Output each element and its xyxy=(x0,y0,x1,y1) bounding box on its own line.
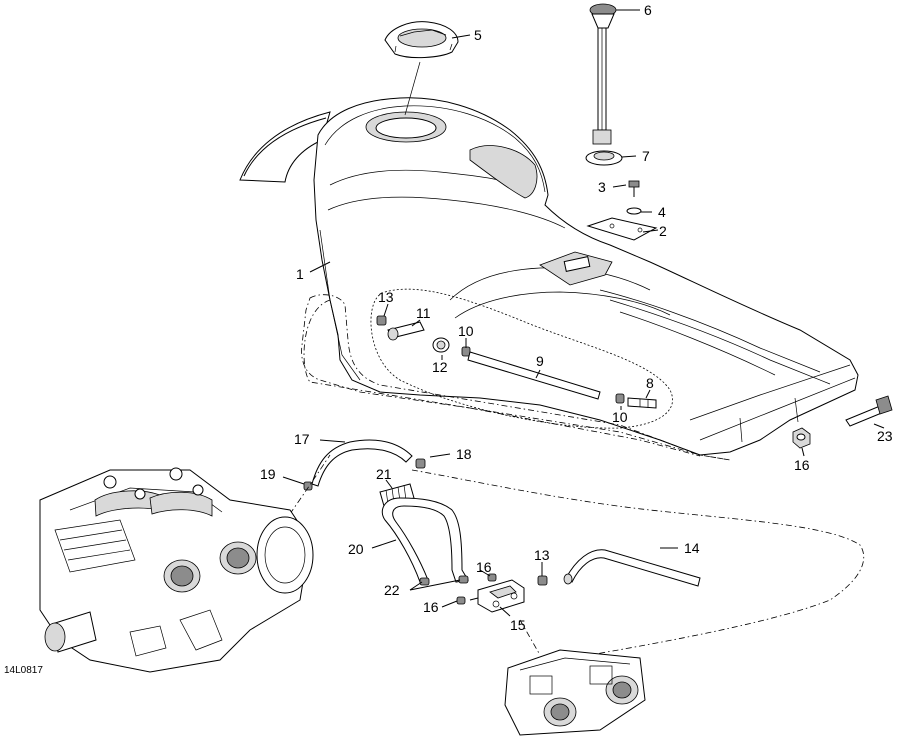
engine xyxy=(39,467,314,673)
clamp-13-lower xyxy=(537,575,548,586)
hose-14 xyxy=(563,549,701,587)
clamp-13 xyxy=(376,315,387,326)
callout-1: 1 xyxy=(296,266,304,282)
callout-15: 15 xyxy=(510,617,526,633)
callout-18: 18 xyxy=(456,446,472,462)
carburetors xyxy=(504,649,646,736)
fuel-line-outline xyxy=(370,288,673,429)
callout-3: 3 xyxy=(598,179,606,195)
elbow-fitting xyxy=(387,321,425,341)
callout-19: 19 xyxy=(260,466,276,482)
callout-2: 2 xyxy=(659,223,667,239)
callout-10-upper: 10 xyxy=(458,323,474,339)
drawing-code: 14L0817 xyxy=(4,665,43,676)
callout-23: 23 xyxy=(877,428,893,444)
callout-21: 21 xyxy=(376,466,392,482)
fuel-cap xyxy=(384,21,459,116)
fuel-gauge xyxy=(589,3,617,145)
tank-group-outline xyxy=(301,294,731,461)
callout-16-nut: 16 xyxy=(794,457,810,473)
callout-10-lower: 10 xyxy=(612,409,628,425)
fuel-tank xyxy=(239,97,859,456)
callout-13-lower: 13 xyxy=(534,547,550,563)
clamps-22 xyxy=(419,575,469,586)
fuel-pump xyxy=(469,579,525,613)
grommet xyxy=(432,337,450,353)
nut xyxy=(792,427,811,449)
callout-6: 6 xyxy=(644,2,652,18)
clamp-19 xyxy=(303,481,313,491)
callout-8: 8 xyxy=(646,375,654,391)
callout-7: 7 xyxy=(642,148,650,164)
callout-22: 22 xyxy=(384,582,400,598)
fuel-hose-9 xyxy=(467,351,601,400)
washer xyxy=(626,207,642,215)
hose-17 xyxy=(311,439,413,487)
carb-connection-outline xyxy=(411,469,865,661)
clamp-10-lower xyxy=(615,393,625,404)
callout-17: 17 xyxy=(294,431,310,447)
callout-11: 11 xyxy=(416,305,431,321)
screw xyxy=(628,180,640,197)
callouts: 1 2 3 4 5 6 7 8 9 10 10 11 12 13 13 14 1… xyxy=(260,2,893,633)
clamp-10-upper xyxy=(461,346,471,357)
hose-20 xyxy=(381,497,469,583)
callout-5: 5 xyxy=(474,27,482,43)
callout-4: 4 xyxy=(658,204,666,220)
retaining-plate xyxy=(586,217,658,241)
clamp-18 xyxy=(415,458,426,469)
callout-20: 20 xyxy=(348,541,364,557)
bolt xyxy=(845,395,893,427)
leader-lines xyxy=(282,9,885,617)
check-valve xyxy=(627,397,657,409)
callout-14: 14 xyxy=(684,540,700,556)
callout-16-pump-left: 16 xyxy=(423,599,439,615)
callout-16-pump-top: 16 xyxy=(476,559,492,575)
callout-13-upper: 13 xyxy=(378,289,394,305)
callout-9: 9 xyxy=(536,353,544,369)
callout-12: 12 xyxy=(432,359,448,375)
gauge-gasket xyxy=(585,150,623,166)
